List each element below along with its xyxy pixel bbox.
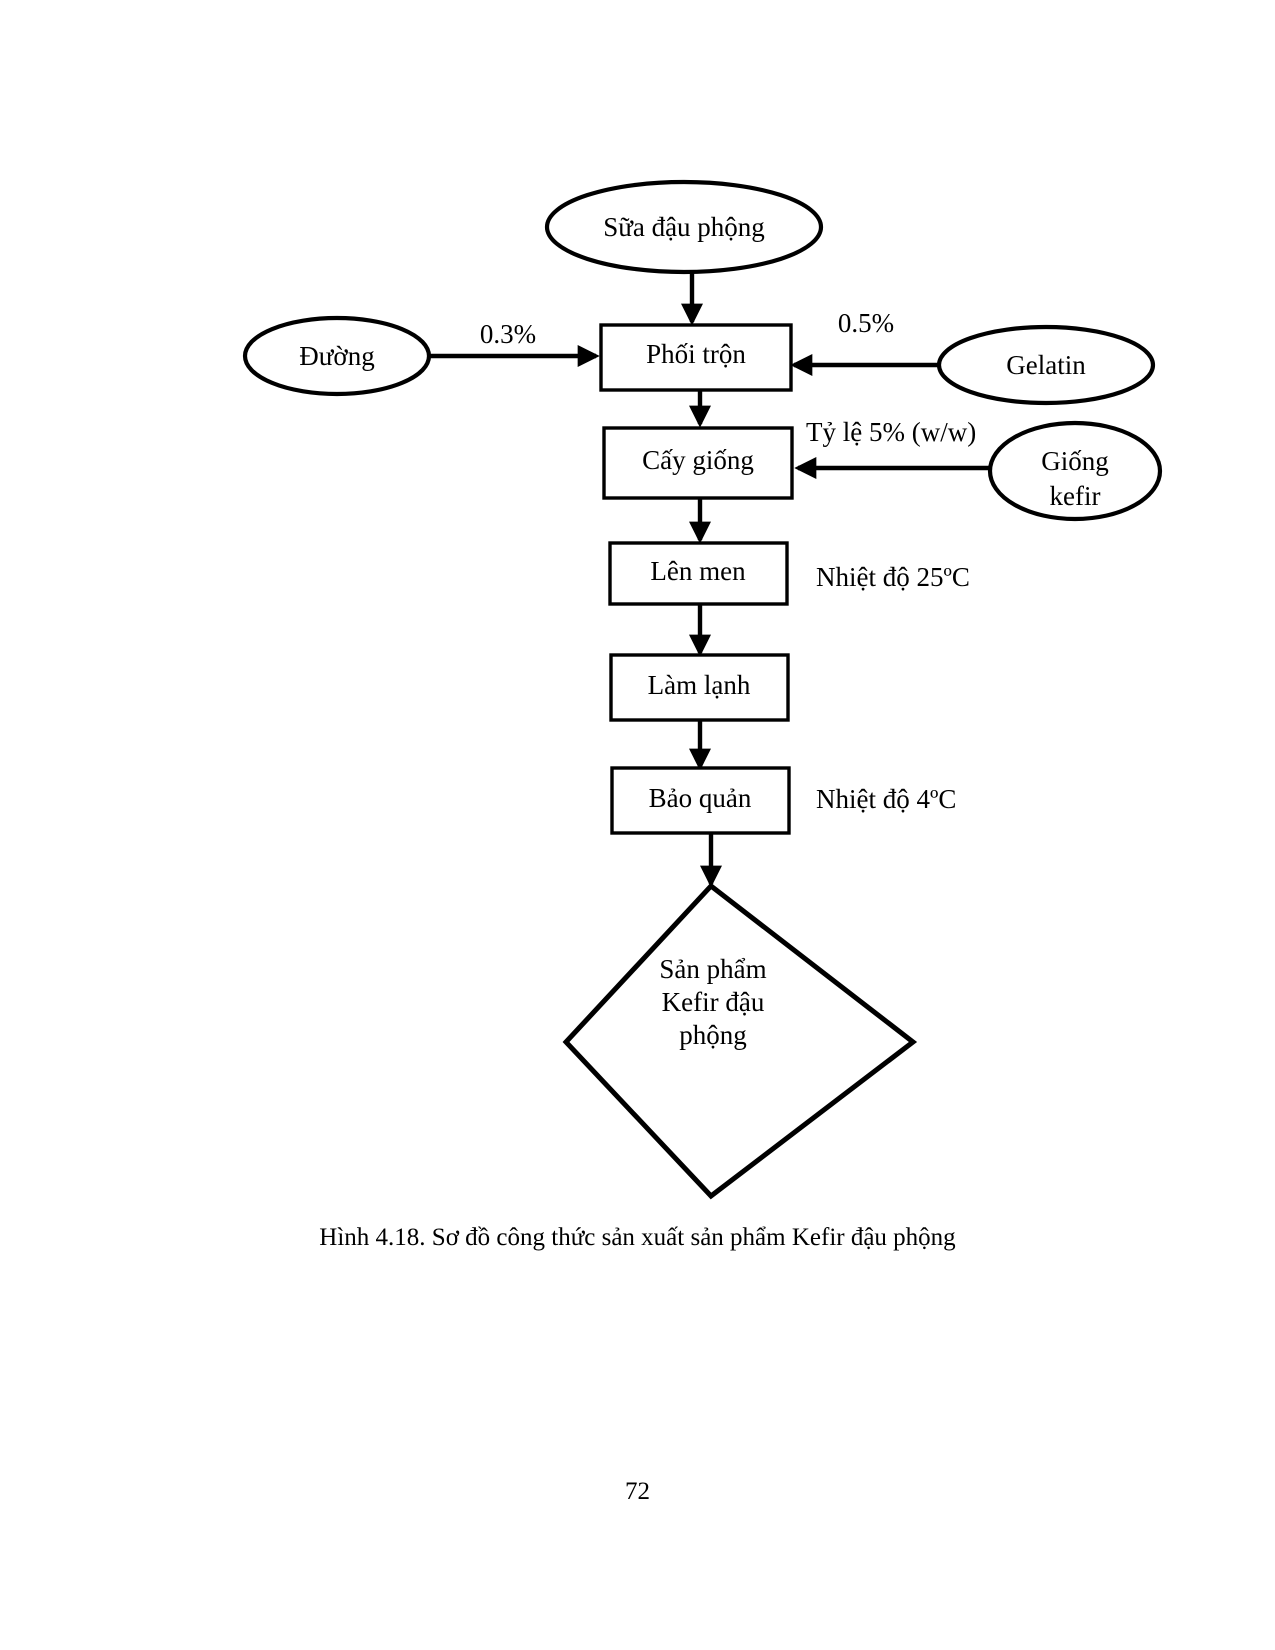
node-final-product-label-line2: Kefir đậu — [662, 987, 765, 1017]
side-note-fermentation-temperature: Nhiệt độ 25ºC — [816, 562, 970, 592]
node-storage[interactable]: Bảo quản — [610, 766, 791, 835]
node-mixing-label: Phối trộn — [646, 339, 746, 369]
node-peanut-milk-label: Sữa đậu phộng — [603, 212, 765, 242]
node-final-product-label-line1: Sản phẩm — [659, 954, 766, 984]
node-sugar[interactable]: Đường — [242, 315, 432, 397]
node-sugar-label: Đường — [299, 341, 374, 371]
node-fermentation-label: Lên men — [650, 556, 746, 586]
edge-label-starter-ratio: Tỷ lệ 5% (w/w) — [806, 417, 976, 447]
node-kefir-starter-label-line2: kefir — [1050, 481, 1101, 511]
node-inoculation-label: Cấy giống — [642, 445, 754, 475]
node-gelatin-label: Gelatin — [1006, 350, 1086, 380]
process-flowchart: Sữa đậu phộng Đường Gelatin Giống kefir … — [242, 179, 1163, 1200]
figure-caption: Hình 4.18. Sơ đồ công thức sản xuất sản … — [319, 1224, 956, 1251]
node-gelatin[interactable]: Gelatin — [936, 324, 1156, 406]
node-kefir-starter-label-line1: Giống — [1041, 446, 1109, 476]
node-peanut-milk[interactable]: Sữa đậu phộng — [544, 179, 824, 275]
node-final-product[interactable]: Sản phẩm Kefir đậu phộng — [562, 882, 918, 1200]
edge-label-gelatin-ratio: 0.5% — [838, 308, 894, 338]
side-note-storage-temperature: Nhiệt độ 4ºC — [816, 784, 956, 814]
node-mixing[interactable]: Phối trộn — [599, 323, 793, 392]
node-fermentation[interactable]: Lên men — [608, 541, 789, 606]
node-final-product-label-line3: phộng — [679, 1020, 747, 1050]
node-cooling-label: Làm lạnh — [648, 670, 751, 700]
edge-label-sugar-ratio: 0.3% — [480, 319, 536, 349]
connector-layer — [428, 266, 990, 888]
node-inoculation[interactable]: Cấy giống — [602, 426, 794, 500]
node-cooling[interactable]: Làm lạnh — [609, 653, 790, 722]
node-storage-label: Bảo quản — [649, 783, 752, 813]
node-kefir-starter[interactable]: Giống kefir — [987, 420, 1163, 522]
page-number: 72 — [625, 1478, 650, 1505]
